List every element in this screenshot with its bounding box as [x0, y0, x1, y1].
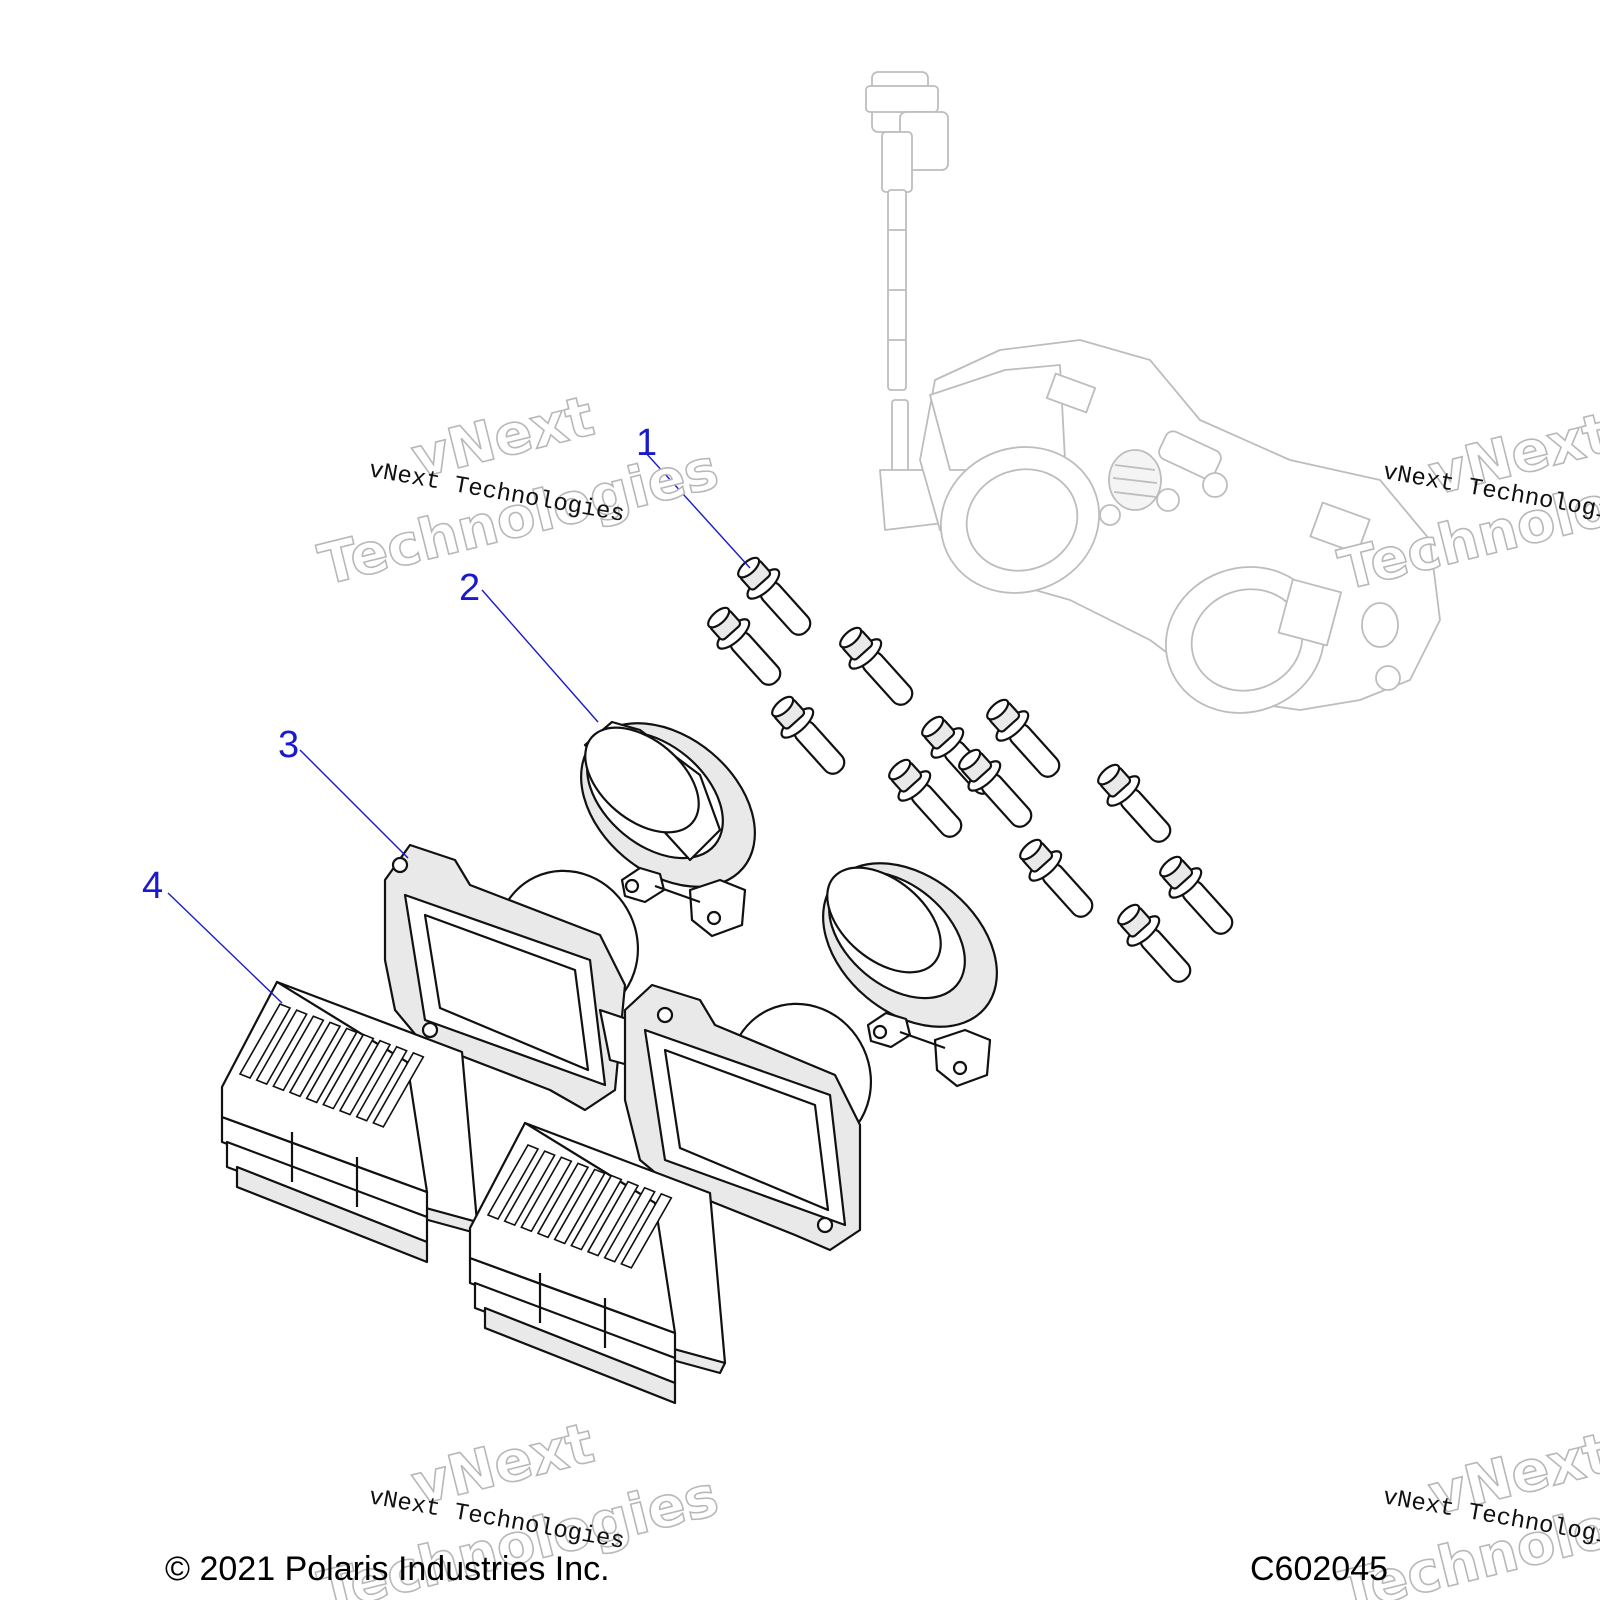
- callout-3: 3: [278, 724, 299, 766]
- clamp-upper: [580, 720, 756, 938]
- bolt: [707, 606, 782, 686]
- copyright-text: © 2021 Polaris Industries Inc.: [165, 1550, 610, 1588]
- callout-1: 1: [636, 422, 657, 464]
- bolt: [1159, 855, 1234, 935]
- bolt: [1097, 763, 1172, 843]
- intake-spacer: [383, 843, 873, 1252]
- watermark-top-left: vNext Technologies vNext Technologies: [312, 383, 726, 599]
- bolt: [986, 698, 1061, 778]
- bolt: [771, 695, 846, 775]
- bolt: [888, 758, 963, 838]
- bolt: [1117, 903, 1192, 983]
- bolts: [707, 556, 1234, 983]
- leader-lines: [167, 451, 751, 1004]
- bolt: [839, 626, 914, 706]
- bolt: [737, 556, 812, 636]
- reed-valve-blocks: [220, 980, 727, 1405]
- reed-block: [468, 1121, 727, 1405]
- bolt: [958, 748, 1033, 828]
- clamp-lower: [822, 862, 998, 1088]
- bolt: [1019, 838, 1094, 918]
- reed-block: [220, 980, 479, 1264]
- throttle-body-ghost: [865, 71, 1441, 714]
- diagram-code: C602045: [1250, 1550, 1388, 1588]
- callout-4: 4: [142, 865, 163, 907]
- callout-2: 2: [459, 567, 480, 609]
